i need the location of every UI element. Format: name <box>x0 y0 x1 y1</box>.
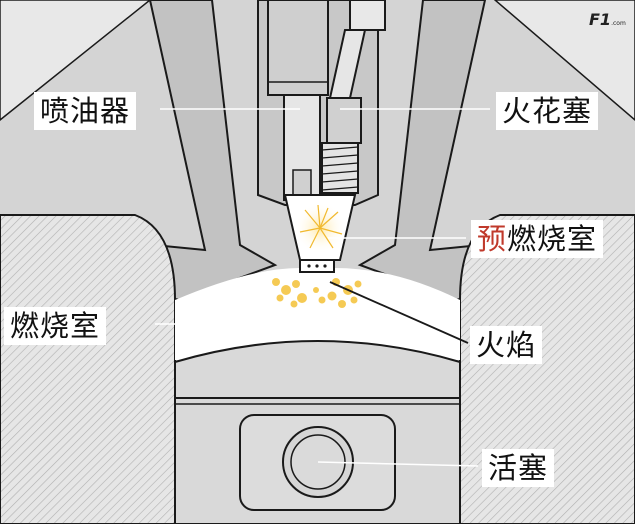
label-injector-text: 喷油器 <box>40 94 131 128</box>
f1-logo: F1.com <box>589 10 626 29</box>
logo-mark: F1 <box>589 10 612 29</box>
spark-plug-terminal <box>349 0 386 31</box>
label-prechamber-rest: 燃烧室 <box>507 222 598 256</box>
label-piston: 活塞 <box>482 449 555 487</box>
label-spark-plug-text: 火花塞 <box>502 94 593 128</box>
flame-leader-line <box>329 281 469 344</box>
label-prechamber: 预燃烧室 <box>471 220 604 258</box>
intake-port-left <box>0 0 152 121</box>
label-combustion-chamber-text: 燃烧室 <box>10 309 101 343</box>
flame-jets <box>272 278 362 308</box>
injector-tip <box>292 169 312 196</box>
label-prechamber-prefix: 预 <box>477 222 508 256</box>
injector-body-upper <box>267 0 329 96</box>
label-flame-text: 火焰 <box>476 328 537 362</box>
spark-rays <box>299 204 343 249</box>
label-flame: 火焰 <box>470 326 543 364</box>
label-piston-text: 活塞 <box>488 451 549 485</box>
spark-plug-thread <box>321 142 359 194</box>
cylinder-wall-left <box>0 214 176 524</box>
label-spark-plug: 火花塞 <box>496 92 599 130</box>
nozzle-holes <box>307 264 327 268</box>
label-injector: 喷油器 <box>34 92 137 130</box>
leader-lines <box>155 108 490 467</box>
exhaust-port-right <box>493 0 635 121</box>
label-combustion-chamber: 燃烧室 <box>4 307 107 345</box>
logo-sub: .com <box>611 20 626 27</box>
main-combustion-chamber <box>175 268 460 360</box>
spark-plug-hex <box>326 97 362 144</box>
